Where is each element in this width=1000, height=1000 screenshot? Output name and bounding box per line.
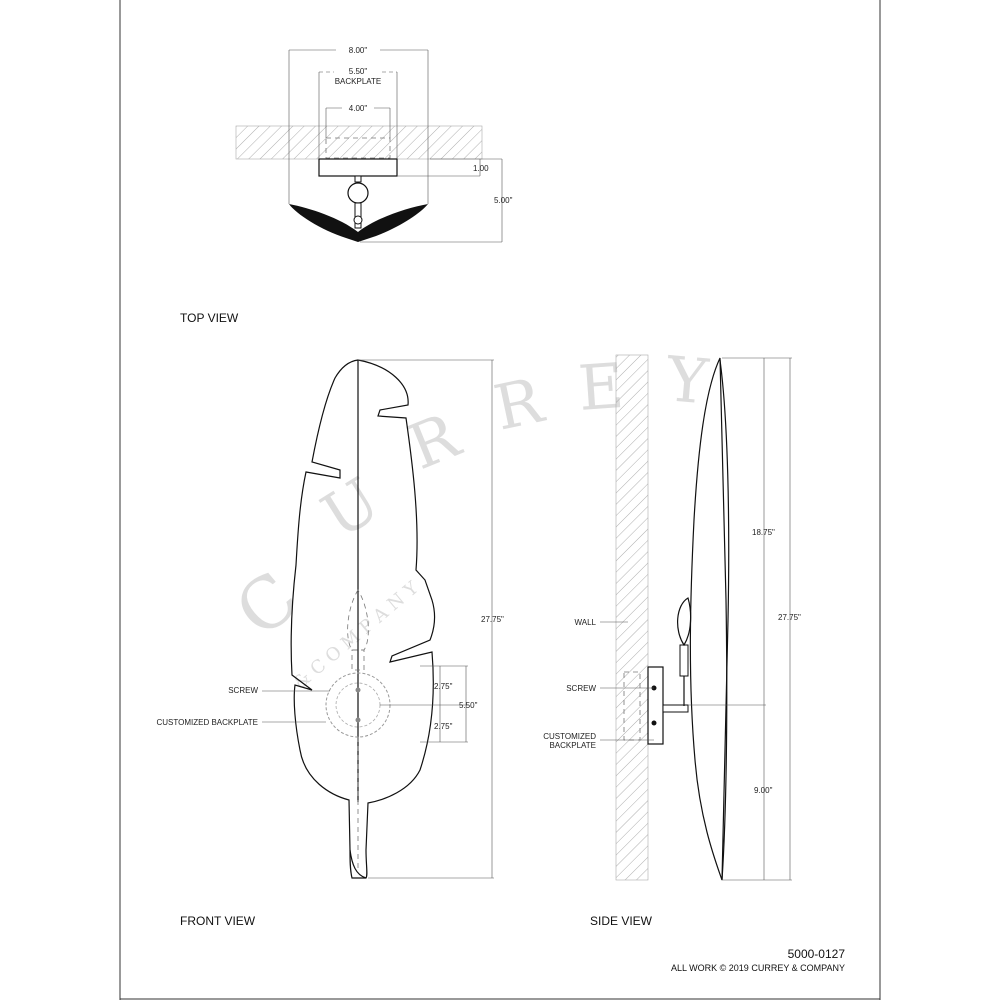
side-view-drawing <box>600 354 792 881</box>
side-backplate-label-2: BACKPLATE <box>549 741 596 750</box>
front-height-dim: 27.75" <box>481 615 504 624</box>
front-backplate-label: CUSTOMIZED BACKPLATE <box>157 718 259 727</box>
side-backplate-label-1: CUSTOMIZED <box>543 732 596 741</box>
top-view-drawing <box>235 49 503 243</box>
part-number: 5000-0127 <box>788 947 846 961</box>
top-backplate-depth-dim: 1.00 <box>473 164 489 173</box>
side-wall-label: WALL <box>575 618 597 627</box>
svg-text:U: U <box>309 463 392 553</box>
front-view-leaf <box>262 359 494 879</box>
top-total-depth-dim: 5.00" <box>494 196 513 205</box>
side-total-dim: 27.75" <box>778 613 801 622</box>
front-lower-screw-dim: 2.75" <box>434 722 453 731</box>
front-upper-screw-dim: 2.75" <box>434 682 453 691</box>
front-backplate-height-dim: 5.50" <box>459 701 478 710</box>
top-backplate-label: BACKPLATE <box>335 77 382 86</box>
svg-text:C: C <box>220 556 314 653</box>
svg-text:& C O M P A N Y: & C O M P A N Y <box>290 577 424 694</box>
side-screw-label: SCREW <box>566 684 596 693</box>
top-width-dim: 8.00" <box>349 46 368 55</box>
side-lower-dim: 9.00" <box>754 786 773 795</box>
front-view-title: FRONT VIEW <box>180 914 256 928</box>
side-view-title: SIDE VIEW <box>590 914 653 928</box>
top-inner-dim: 4.00" <box>349 104 368 113</box>
copyright: ALL WORK © 2019 CURREY & COMPANY <box>671 963 845 973</box>
front-screw-label: SCREW <box>228 686 258 695</box>
side-upper-dim: 18.75" <box>752 528 775 537</box>
top-view-title: TOP VIEW <box>180 311 239 325</box>
svg-text:R: R <box>488 363 551 445</box>
svg-text:Y: Y <box>663 342 712 418</box>
top-backplate-dim: 5.50" <box>349 67 368 76</box>
